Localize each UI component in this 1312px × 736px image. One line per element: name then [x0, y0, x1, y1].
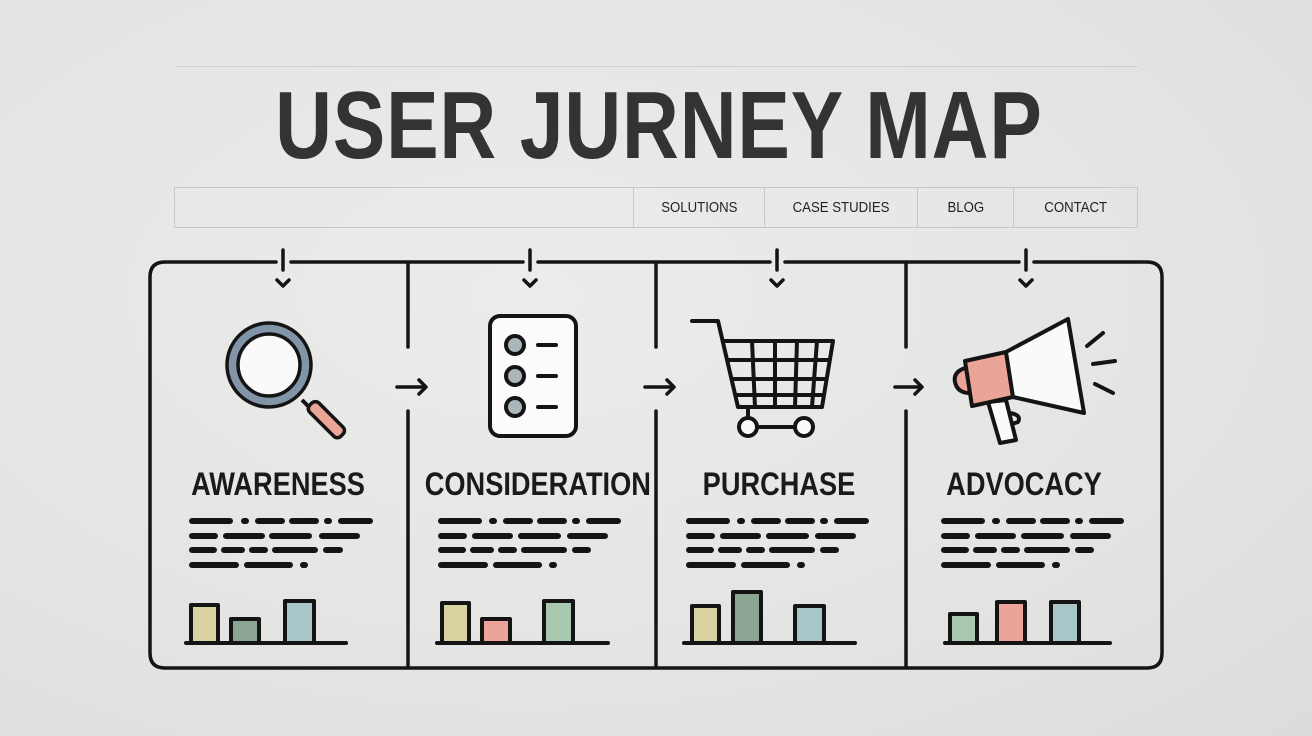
right-arrow-icons [395, 378, 924, 396]
stage-title-consideration: CONSIDERATION [424, 466, 651, 502]
purchase-text-lines [686, 518, 869, 568]
top-nav: SOLUTIONS CASE STUDIES BLOG CONTACT [174, 187, 1138, 228]
nav-blog[interactable]: BLOG [918, 188, 1014, 227]
mini-bar-charts [184, 590, 1112, 645]
awareness-text-lines [189, 518, 373, 568]
nav-case-studies[interactable]: CASE STUDIES [765, 188, 918, 227]
consideration-bar-chart [435, 599, 610, 645]
frame-outline [148, 260, 1164, 670]
stage-title-purchase: PURCHASE [702, 466, 856, 502]
nav-spacer [175, 188, 634, 227]
down-arrow-icons [275, 248, 1034, 288]
nav-solutions[interactable]: SOLUTIONS [634, 188, 765, 227]
consideration-text-lines [438, 518, 621, 568]
advocacy-bar-chart [943, 600, 1112, 645]
shopping-cart-icon [690, 319, 835, 438]
top-divider [175, 66, 1138, 67]
text-placeholders [189, 518, 1124, 568]
nav-contact[interactable]: CONTACT [1044, 199, 1107, 216]
stage-title-awareness: AWARENESS [191, 466, 365, 502]
page-title: USER JURNEY MAP [275, 72, 1043, 179]
megaphone-icon [952, 317, 1117, 445]
checklist-icon [488, 314, 578, 438]
advocacy-text-lines [941, 518, 1124, 568]
magnifier-icon [225, 321, 347, 440]
stage-title-advocacy: ADVOCACY [946, 466, 1102, 502]
awareness-bar-chart [184, 599, 348, 645]
purchase-bar-chart [682, 590, 857, 645]
